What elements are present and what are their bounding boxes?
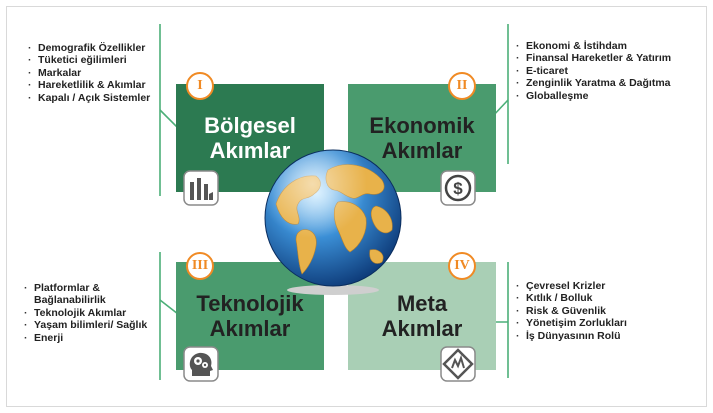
list-ekonomik: Ekonomi & İstihdam Finansal Hareketler &… [516,40,706,102]
list-bolgesel: Demografik Özellikler Tüketici eğilimler… [28,42,156,104]
list-item: Risk & Güvenlik [516,305,706,318]
list-item: Finansal Hareketler & Yatırım [516,52,706,65]
list-item: Yaşam bilimleri/ Sağlık [24,319,158,332]
numeral-badge-2: II [448,72,476,100]
quadrant-title-teknolojik: Teknolojik Akımlar [196,291,304,341]
list-item: Yönetişim Zorlukları [516,317,706,330]
list-item: Ekonomi & İstihdam [516,40,706,53]
list-item: Enerji [24,332,158,345]
list-item: Zenginlik Yaratma & Dağıtma [516,77,706,90]
list-item: Teknolojik Akımlar [24,307,158,320]
frame-border [6,6,707,407]
globe-icon [264,149,402,295]
quadrant-title-bolgesel: Bölgesel Akımlar [204,113,296,163]
svg-text:$: $ [453,179,463,198]
list-teknolojik: Platformlar & Bağlanabilirlik Teknolojik… [24,282,158,344]
list-item: Markalar [28,67,156,80]
list-item: Platformlar & Bağlanabilirlik [24,282,158,307]
diamond-sign-icon [440,346,476,382]
list-item: Kapalı / Açık Sistemler [28,92,156,105]
quadrant-title-ekonomik: Ekonomik Akımlar [369,113,475,163]
list-item: Globalleşme [516,90,706,103]
quadrant-title-meta: Meta Akımlar [381,291,463,341]
list-item: Tüketici eğilimleri [28,54,156,67]
list-item: Demografik Özellikler [28,42,156,55]
list-item: E-ticaret [516,65,706,78]
gears-head-icon [183,346,219,382]
list-item: İş Dünyasının Rolü [516,330,706,343]
factory-icon [183,170,219,206]
list-item: Hareketlilik & Akımlar [28,79,156,92]
numeral-badge-3: III [186,252,214,280]
list-meta: Çevresel Krizler Kıtlık / Bolluk Risk & … [516,280,706,342]
list-item: Kıtlık / Bolluk [516,292,706,305]
numeral-badge-4: IV [448,252,476,280]
dollar-coin-icon: $ [440,170,476,206]
list-item: Çevresel Krizler [516,280,706,293]
numeral-badge-1: I [186,72,214,100]
